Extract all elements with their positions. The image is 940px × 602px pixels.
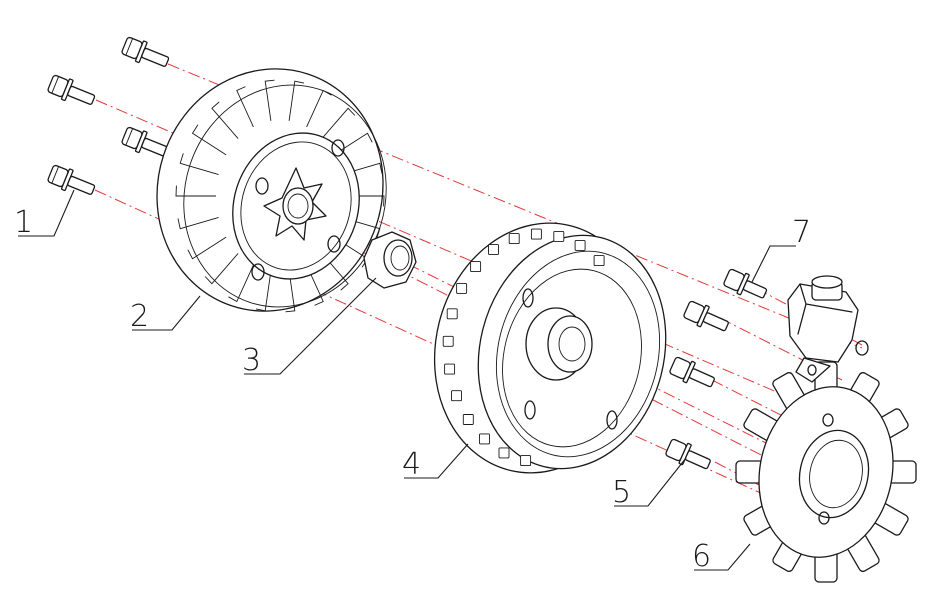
fan-blade [264,79,275,121]
fan-blade [333,132,373,156]
rim-window [444,363,456,375]
rim-window [553,230,565,242]
rim-window [451,390,462,402]
callout-3: 3 [242,343,261,378]
fan-blade [191,124,227,156]
fan-blade [255,271,272,312]
rim-window [574,239,586,251]
rim-window [456,282,468,294]
pickup-sensor-part-7 [723,268,869,383]
fan-blade [179,153,219,176]
rim-window [479,433,490,445]
fan-blade [321,107,356,139]
rim-window [488,244,499,256]
rim-window [508,233,520,245]
rim-window [593,255,605,267]
rim-window [470,261,482,273]
cooling-fan-part-2 [156,68,387,313]
nut-part-3 [363,231,417,289]
callout-7: 7 [792,215,811,250]
fan-blade [228,264,254,303]
fan-blade [288,80,305,121]
callout-5: 5 [612,475,631,510]
callout-2: 2 [130,299,149,334]
fan-blade [187,236,227,260]
stator-part-6 [735,361,917,583]
flange-bolt-part-1 [47,36,170,195]
fan-blade [236,86,254,128]
fan-blade [306,89,332,128]
fan-blade [211,101,239,139]
fan-blade [177,216,219,230]
rim-window [442,335,454,347]
flywheel-part-4 [433,222,667,474]
stator-bolt-part-5 [665,300,729,470]
rim-window [498,447,510,459]
fan-blade [204,253,239,285]
fan-blade [306,264,324,306]
fan-blade [175,185,216,197]
leader-lines [18,189,796,571]
rim-window [520,455,532,467]
callout-1: 1 [14,205,33,240]
rim-window [530,228,542,240]
callout-4: 4 [402,447,421,482]
rim-window [446,308,458,320]
rim-windows [442,228,605,467]
fan-blade [285,271,296,313]
callout-labels: 1 2 3 4 5 6 7 [14,205,811,574]
rim-window [462,414,474,425]
callout-6: 6 [692,539,711,574]
